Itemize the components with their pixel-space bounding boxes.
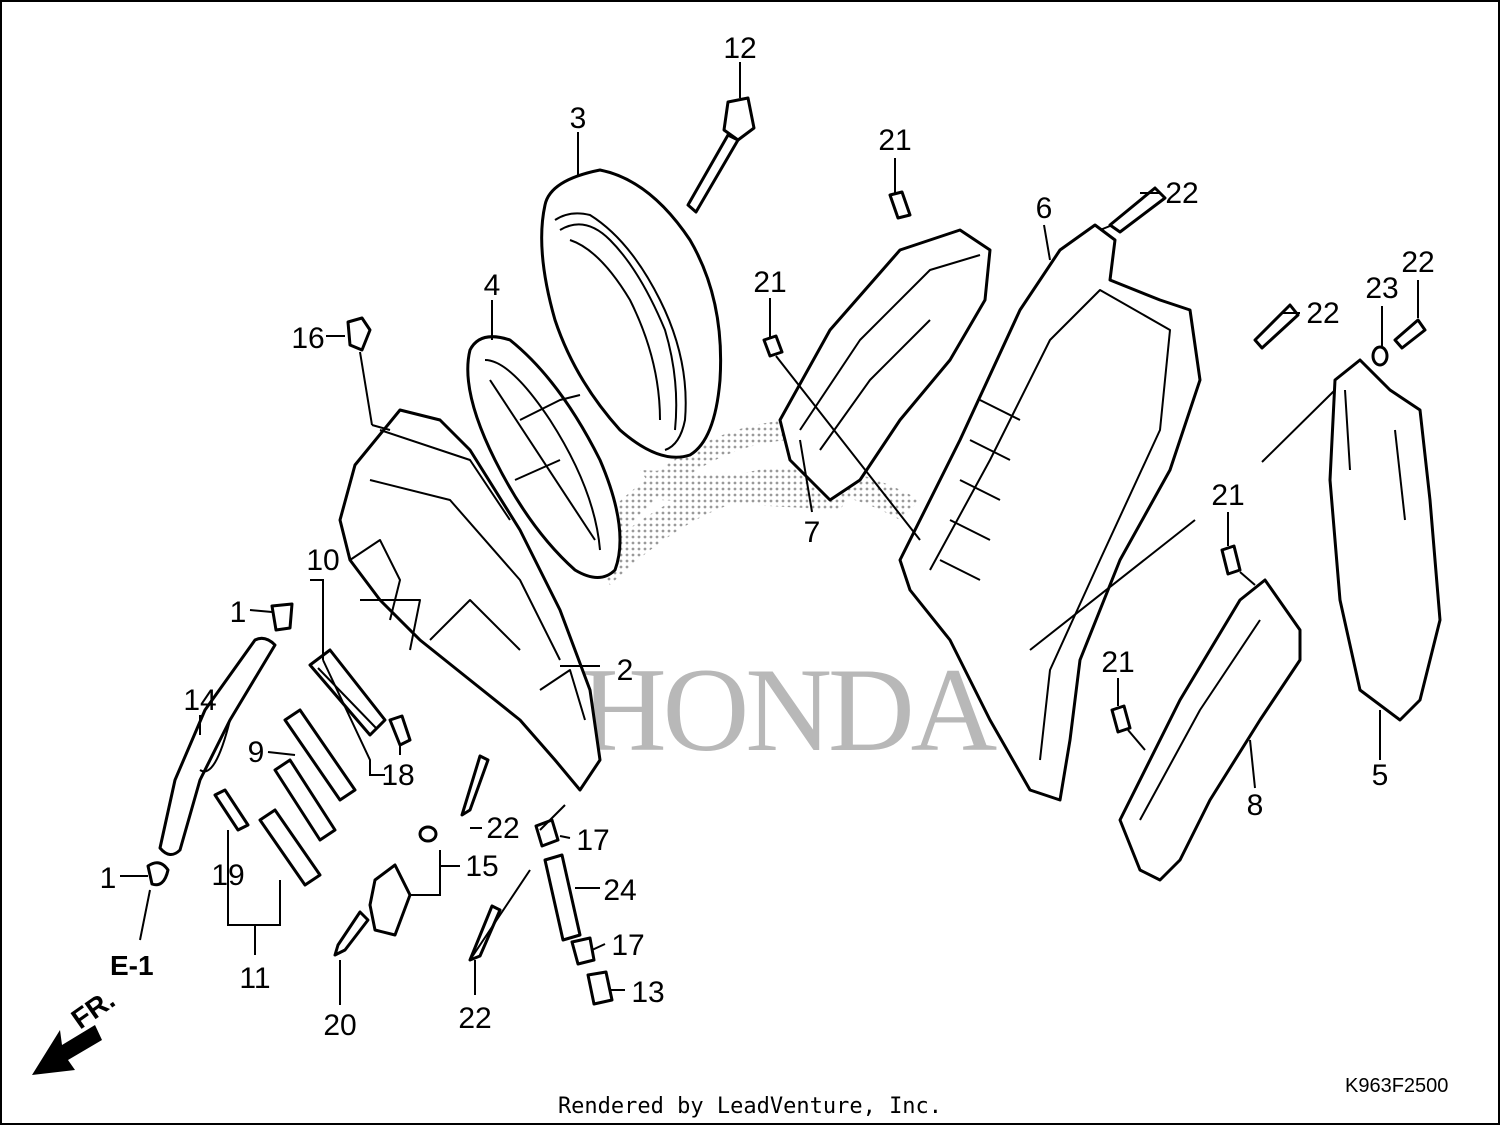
part-23-washer[interactable] (1371, 345, 1389, 367)
reference-label-e1[interactable]: E-1 (110, 950, 154, 981)
callout-15: 15 (465, 850, 498, 883)
diagram-code: K963F2500 (1345, 1075, 1448, 1097)
part-21-screw-b[interactable] (762, 334, 784, 358)
reference-leader (139, 889, 151, 941)
part-24-tube[interactable] (543, 853, 582, 942)
honda-watermark-text: HONDA (580, 643, 997, 776)
part-19-screw[interactable] (213, 788, 250, 832)
part-9-plate[interactable] (258, 708, 357, 887)
part-21-screw-c[interactable] (1220, 544, 1242, 576)
front-direction-arrow: FR. (32, 984, 120, 1075)
callout-3: 3 (570, 102, 587, 135)
callout-18: 18 (381, 759, 414, 792)
part-21-screw-a[interactable] (888, 190, 912, 220)
callout-6: 6 (1036, 192, 1053, 225)
callout-19: 19 (211, 859, 244, 892)
callout-11: 11 (239, 962, 270, 995)
part-15-drain-assembly[interactable] (368, 825, 438, 937)
callout-20: 20 (323, 1009, 356, 1042)
callout-16: 16 (291, 322, 324, 355)
callout-9: 9 (248, 736, 265, 769)
part-22-screw-center[interactable] (460, 754, 490, 817)
part-22-screw-c[interactable] (1393, 318, 1427, 350)
callout-22-b: 22 (1306, 297, 1339, 330)
render-credit: Rendered by LeadVenture, Inc. (558, 1094, 942, 1119)
part-1-clamp-lower[interactable] (146, 861, 170, 887)
callout-21-d: 21 (1101, 646, 1134, 679)
part-20-screw[interactable] (333, 910, 370, 957)
part-4-filter-frame[interactable] (466, 335, 622, 579)
callout-1-lower: 1 (100, 862, 117, 895)
part-17-clamp-lower[interactable] (570, 936, 596, 966)
callout-14: 14 (183, 684, 216, 717)
callout-17-upper: 17 (576, 824, 609, 857)
part-3-air-filter[interactable] (540, 168, 723, 459)
callout-12: 12 (723, 32, 756, 65)
callout-10: 10 (306, 544, 339, 577)
part-5-side-cover[interactable] (1328, 358, 1442, 722)
part-22-screw-lower[interactable] (468, 904, 502, 962)
callout-1-upper: 1 (230, 596, 247, 629)
callout-4: 4 (484, 269, 501, 302)
part-14-tube[interactable] (158, 636, 277, 856)
callout-numbers: 1 1 2 3 4 5 6 7 8 9 10 11 12 13 14 15 16… (100, 32, 1435, 1042)
part-7-cover[interactable] (778, 228, 992, 502)
callout-23: 23 (1365, 272, 1398, 305)
callout-21-c: 21 (1211, 479, 1244, 512)
callout-2: 2 (617, 654, 634, 687)
part-22-screw-b[interactable] (1253, 303, 1300, 350)
callout-22-e: 22 (458, 1002, 491, 1035)
callout-21-a: 21 (878, 124, 911, 157)
callout-8: 8 (1247, 789, 1264, 822)
part-18-screw[interactable] (388, 714, 412, 747)
part-8-cover[interactable] (1118, 578, 1302, 882)
callout-24: 24 (603, 874, 636, 907)
part-10-element[interactable] (308, 648, 387, 737)
part-12-bolt[interactable] (686, 96, 756, 214)
callout-13: 13 (631, 976, 664, 1009)
callout-22-d: 22 (486, 812, 519, 845)
callout-17-lower: 17 (611, 929, 644, 962)
callout-22-a: 22 (1165, 177, 1198, 210)
part-22-screw-a[interactable] (1108, 186, 1167, 234)
callout-22-c: 22 (1401, 246, 1434, 279)
part-13-cap[interactable] (586, 970, 614, 1006)
callout-7: 7 (804, 516, 821, 549)
part-1-clamp-upper[interactable] (270, 602, 294, 632)
part-16-bolt[interactable] (346, 316, 373, 426)
part-2-air-cleaner-case[interactable] (338, 408, 602, 792)
callout-21-b: 21 (753, 266, 786, 299)
front-direction-label: FR. (66, 984, 121, 1035)
part-6-frame[interactable] (898, 223, 1202, 802)
leader-lines (120, 62, 1419, 1005)
part-21-screw-d[interactable] (1110, 704, 1132, 734)
callout-5: 5 (1372, 759, 1389, 792)
